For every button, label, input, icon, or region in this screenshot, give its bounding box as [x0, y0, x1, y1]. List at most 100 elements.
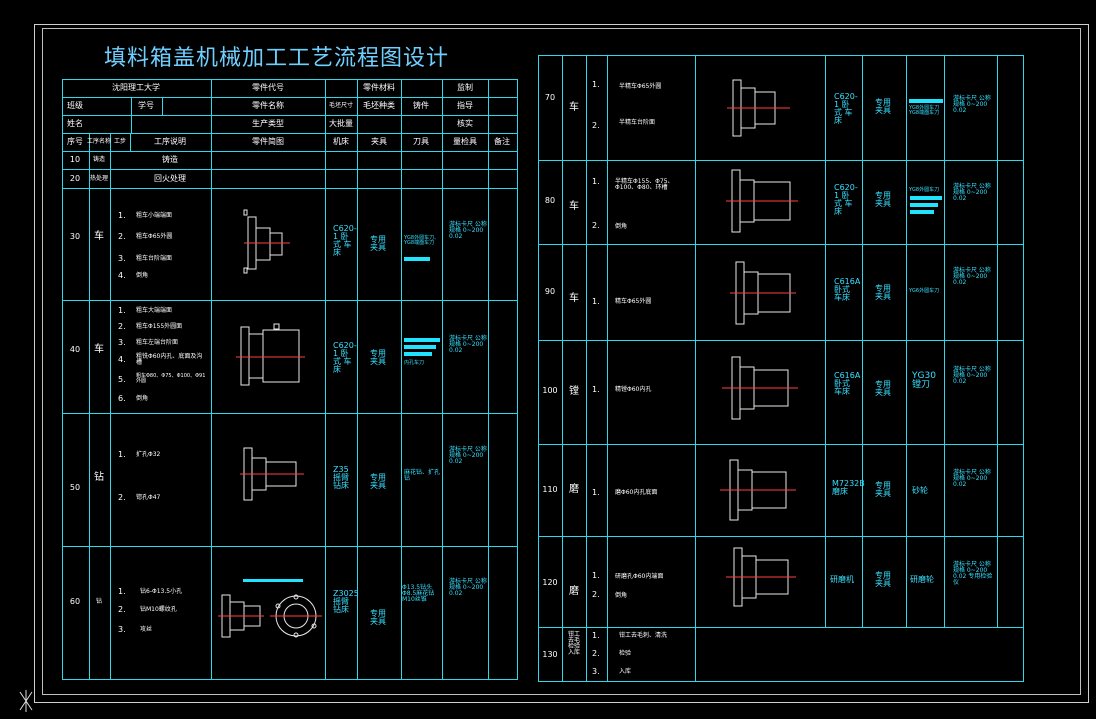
- guide-label: 指导: [457, 101, 473, 110]
- step-40-5: 5.: [118, 375, 126, 384]
- school-label: 沈阳理工大学: [112, 83, 160, 92]
- student-no-label: 学号: [138, 101, 154, 110]
- machine-50: Z35 摇臂 钻床: [333, 465, 349, 490]
- op-40: 车: [94, 344, 104, 355]
- col-gauge: 量检具: [453, 137, 477, 146]
- gauge-70: 游标卡尺 公称规格 0~200 0.02: [953, 95, 991, 114]
- text-60-2: 钻M10螺纹孔: [140, 606, 177, 613]
- col-note: 备注: [494, 137, 510, 146]
- op-100: 镗: [569, 386, 579, 397]
- seq-80: 80: [544, 196, 556, 205]
- step-120-1: 1.: [592, 571, 600, 580]
- review-label: 核实: [457, 119, 473, 128]
- text-40-2: 粗车Φ155外圆面: [136, 323, 183, 330]
- seq-20: 20: [69, 174, 81, 183]
- step-80-1: 1.: [592, 177, 600, 186]
- text-60-3: 攻丝: [140, 626, 153, 633]
- text-70-2: 半精车台阶面: [619, 119, 656, 126]
- machine-70: C620-1 卧式 车床: [834, 92, 858, 125]
- tool-bar-40c: [404, 352, 432, 356]
- tool-bar-40b: [404, 345, 436, 349]
- text-40-1: 粗车大端端面: [136, 307, 173, 314]
- seq-110: 110: [542, 485, 558, 494]
- step-40-6: 6.: [118, 394, 126, 403]
- fixture-50: 专用 夹具: [370, 473, 386, 490]
- col-sketch: 零件简图: [252, 137, 284, 146]
- step-130-1: 1.: [592, 631, 600, 640]
- text-30-4: 倒角: [136, 272, 149, 279]
- supervise-label: 监制: [457, 83, 473, 92]
- seq-90: 90: [544, 287, 556, 296]
- step-30-2: 2.: [118, 232, 126, 241]
- tool-bar-70: [909, 99, 943, 103]
- text-130-2: 检验: [619, 650, 632, 657]
- text-130-1: 钳工去毛刺、清洗: [619, 632, 668, 639]
- sketch-120: [726, 547, 796, 607]
- seq-100: 100: [542, 386, 558, 395]
- sketch-90: [730, 261, 796, 325]
- seq-130: 130: [542, 650, 558, 659]
- desc-10: 铸造: [162, 155, 178, 164]
- col-step: 工步: [113, 138, 127, 145]
- machine-100: C616A 卧式 车床: [834, 371, 861, 396]
- text-40-3: 粗车左端台阶面: [136, 339, 179, 346]
- seq-30: 30: [69, 232, 81, 241]
- op-110: 磨: [569, 484, 579, 495]
- col-tool: 刀具: [413, 137, 429, 146]
- step-30-4: 4.: [118, 271, 126, 280]
- text-40-6: 倒角: [136, 395, 149, 402]
- text-120-1: 研磨孔Φ60内端面: [615, 573, 664, 580]
- tool-bar-80c: [910, 210, 934, 214]
- fixture-120: 专用 夹具: [875, 571, 891, 588]
- tool-40: 内孔车刀: [404, 360, 425, 366]
- ucs-icon: [19, 690, 33, 712]
- seq-60: 60: [69, 597, 81, 606]
- prod-type-label: 生产类型: [252, 119, 284, 128]
- text-30-2: 粗车Φ65外圆: [136, 233, 173, 240]
- step-40-3: 3.: [118, 338, 126, 347]
- step-60-2: 2.: [118, 605, 126, 614]
- step-60-3: 3.: [118, 625, 126, 634]
- text-120-2: 倒角: [615, 592, 628, 599]
- fixture-70: 专用 夹具: [875, 98, 891, 115]
- sketch-100: [722, 356, 798, 420]
- col-desc: 工序说明: [154, 137, 186, 146]
- step-30-1: 1.: [118, 211, 126, 220]
- tool-50: 麻花钻、扩孔钻: [404, 469, 441, 482]
- sketch-60: [218, 594, 322, 638]
- step-50-1: 1.: [118, 450, 126, 459]
- op-70: 车: [569, 102, 579, 113]
- sketch-70: [727, 79, 790, 137]
- step-80-2: 2.: [592, 221, 600, 230]
- tool-30: YG8外圆车刀、YG8端面车刀: [404, 235, 440, 246]
- step-120-2: 2.: [592, 590, 600, 599]
- op-60: 钻: [95, 598, 103, 605]
- tool-110: 砂轮: [912, 486, 928, 495]
- op-120: 磨: [569, 586, 579, 597]
- text-40-4: 粗铣Φ60内孔、底面及沟槽: [136, 353, 203, 366]
- part-name-label: 零件名称: [252, 101, 284, 110]
- drawing-frame-outer: [34, 24, 1089, 703]
- tool-bar-60: [243, 579, 303, 582]
- gauge-60: 游标卡尺 公称规格 0~200 0.02: [449, 578, 487, 597]
- fixture-110: 专用 夹具: [875, 481, 891, 498]
- page-title: 填料箱盖机械加工工艺流程图设计: [104, 46, 450, 71]
- casting-label: 铸件: [413, 101, 429, 110]
- op-30: 车: [94, 231, 104, 242]
- text-70-1: 半精车Φ65外圆: [619, 83, 662, 90]
- gauge-50: 游标卡尺 公称规格 0~200 0.02: [449, 446, 487, 465]
- text-130-3: 入库: [619, 668, 632, 675]
- text-80-1: 半精车Φ155、Φ75、Φ100、Φ80、环槽: [615, 178, 674, 191]
- text-100-1: 精镗Φ60内孔: [615, 386, 652, 393]
- seq-50: 50: [69, 483, 81, 492]
- col-fixture: 夹具: [371, 137, 387, 146]
- fixture-100: 专用 夹具: [875, 380, 891, 397]
- machine-80: C620-1 卧式 车床: [834, 183, 858, 216]
- sketch-40: [236, 323, 305, 386]
- gauge-40: 游标卡尺 公称规格 0~200 0.02: [449, 335, 487, 354]
- name-label: 姓名: [67, 119, 83, 128]
- tool-bar-80b: [910, 203, 938, 207]
- text-50-1: 扩孔Φ32: [136, 451, 161, 458]
- tool-90: YG6外圆车刀: [909, 288, 940, 294]
- gauge-120: 游标卡尺 公称规格 0~200 0.02 专用检验仪: [953, 561, 993, 586]
